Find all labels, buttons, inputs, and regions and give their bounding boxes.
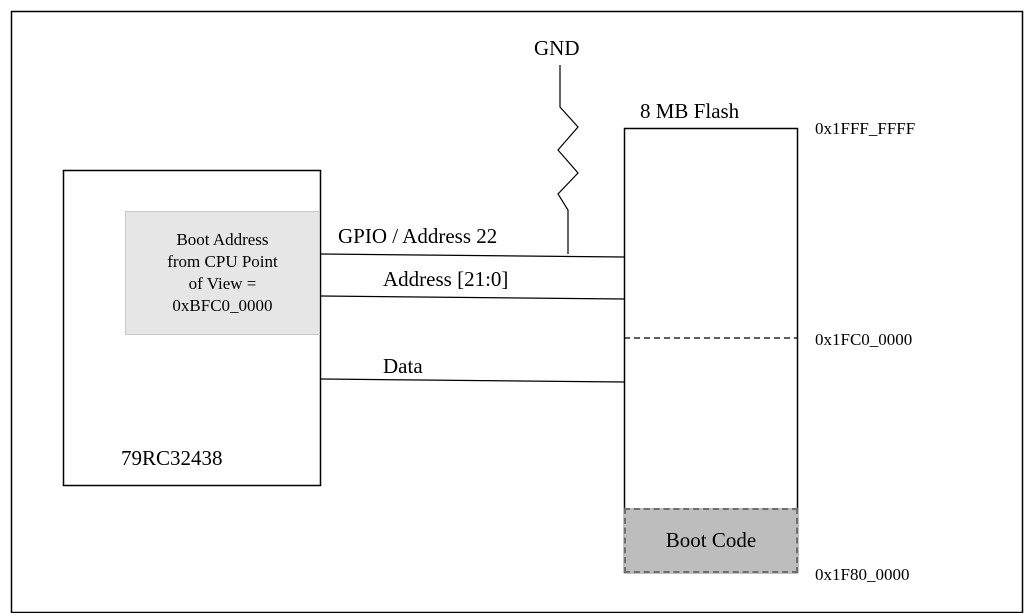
address-line (320, 295, 625, 300)
data-label: Data (383, 354, 423, 378)
flash-block (623, 127, 799, 574)
cpu-label: 79RC32438 (121, 446, 223, 470)
flash-title: 8 MB Flash (640, 99, 740, 123)
boot-address-line-2: from CPU Point (167, 252, 278, 271)
gpio-line (320, 253, 625, 258)
boot-code-region: Boot Code (624, 508, 798, 573)
boot-code-label: Boot Code (665, 528, 757, 552)
gnd-resistor (557, 65, 579, 254)
gpio-label: GPIO / Address 22 (338, 224, 498, 248)
flash-address-middle: 0x1FC0_0000 (815, 330, 913, 349)
boot-address-line-1: Boot Address (176, 230, 269, 249)
flash-address-top: 0x1FFF_FFFF (815, 119, 916, 138)
cpu-block (62, 169, 322, 487)
boot-address-note: Boot Address from CPU Point of View = 0x… (125, 211, 320, 335)
data-line (320, 378, 625, 383)
flash-address-bottom: 0x1F80_0000 (815, 565, 910, 584)
boot-address-line-4: 0xBFC0_0000 (172, 296, 273, 315)
boot-address-line-3: of View = (188, 274, 257, 293)
gnd-label: GND (534, 36, 580, 60)
address-label: Address [21:0] (383, 267, 509, 291)
